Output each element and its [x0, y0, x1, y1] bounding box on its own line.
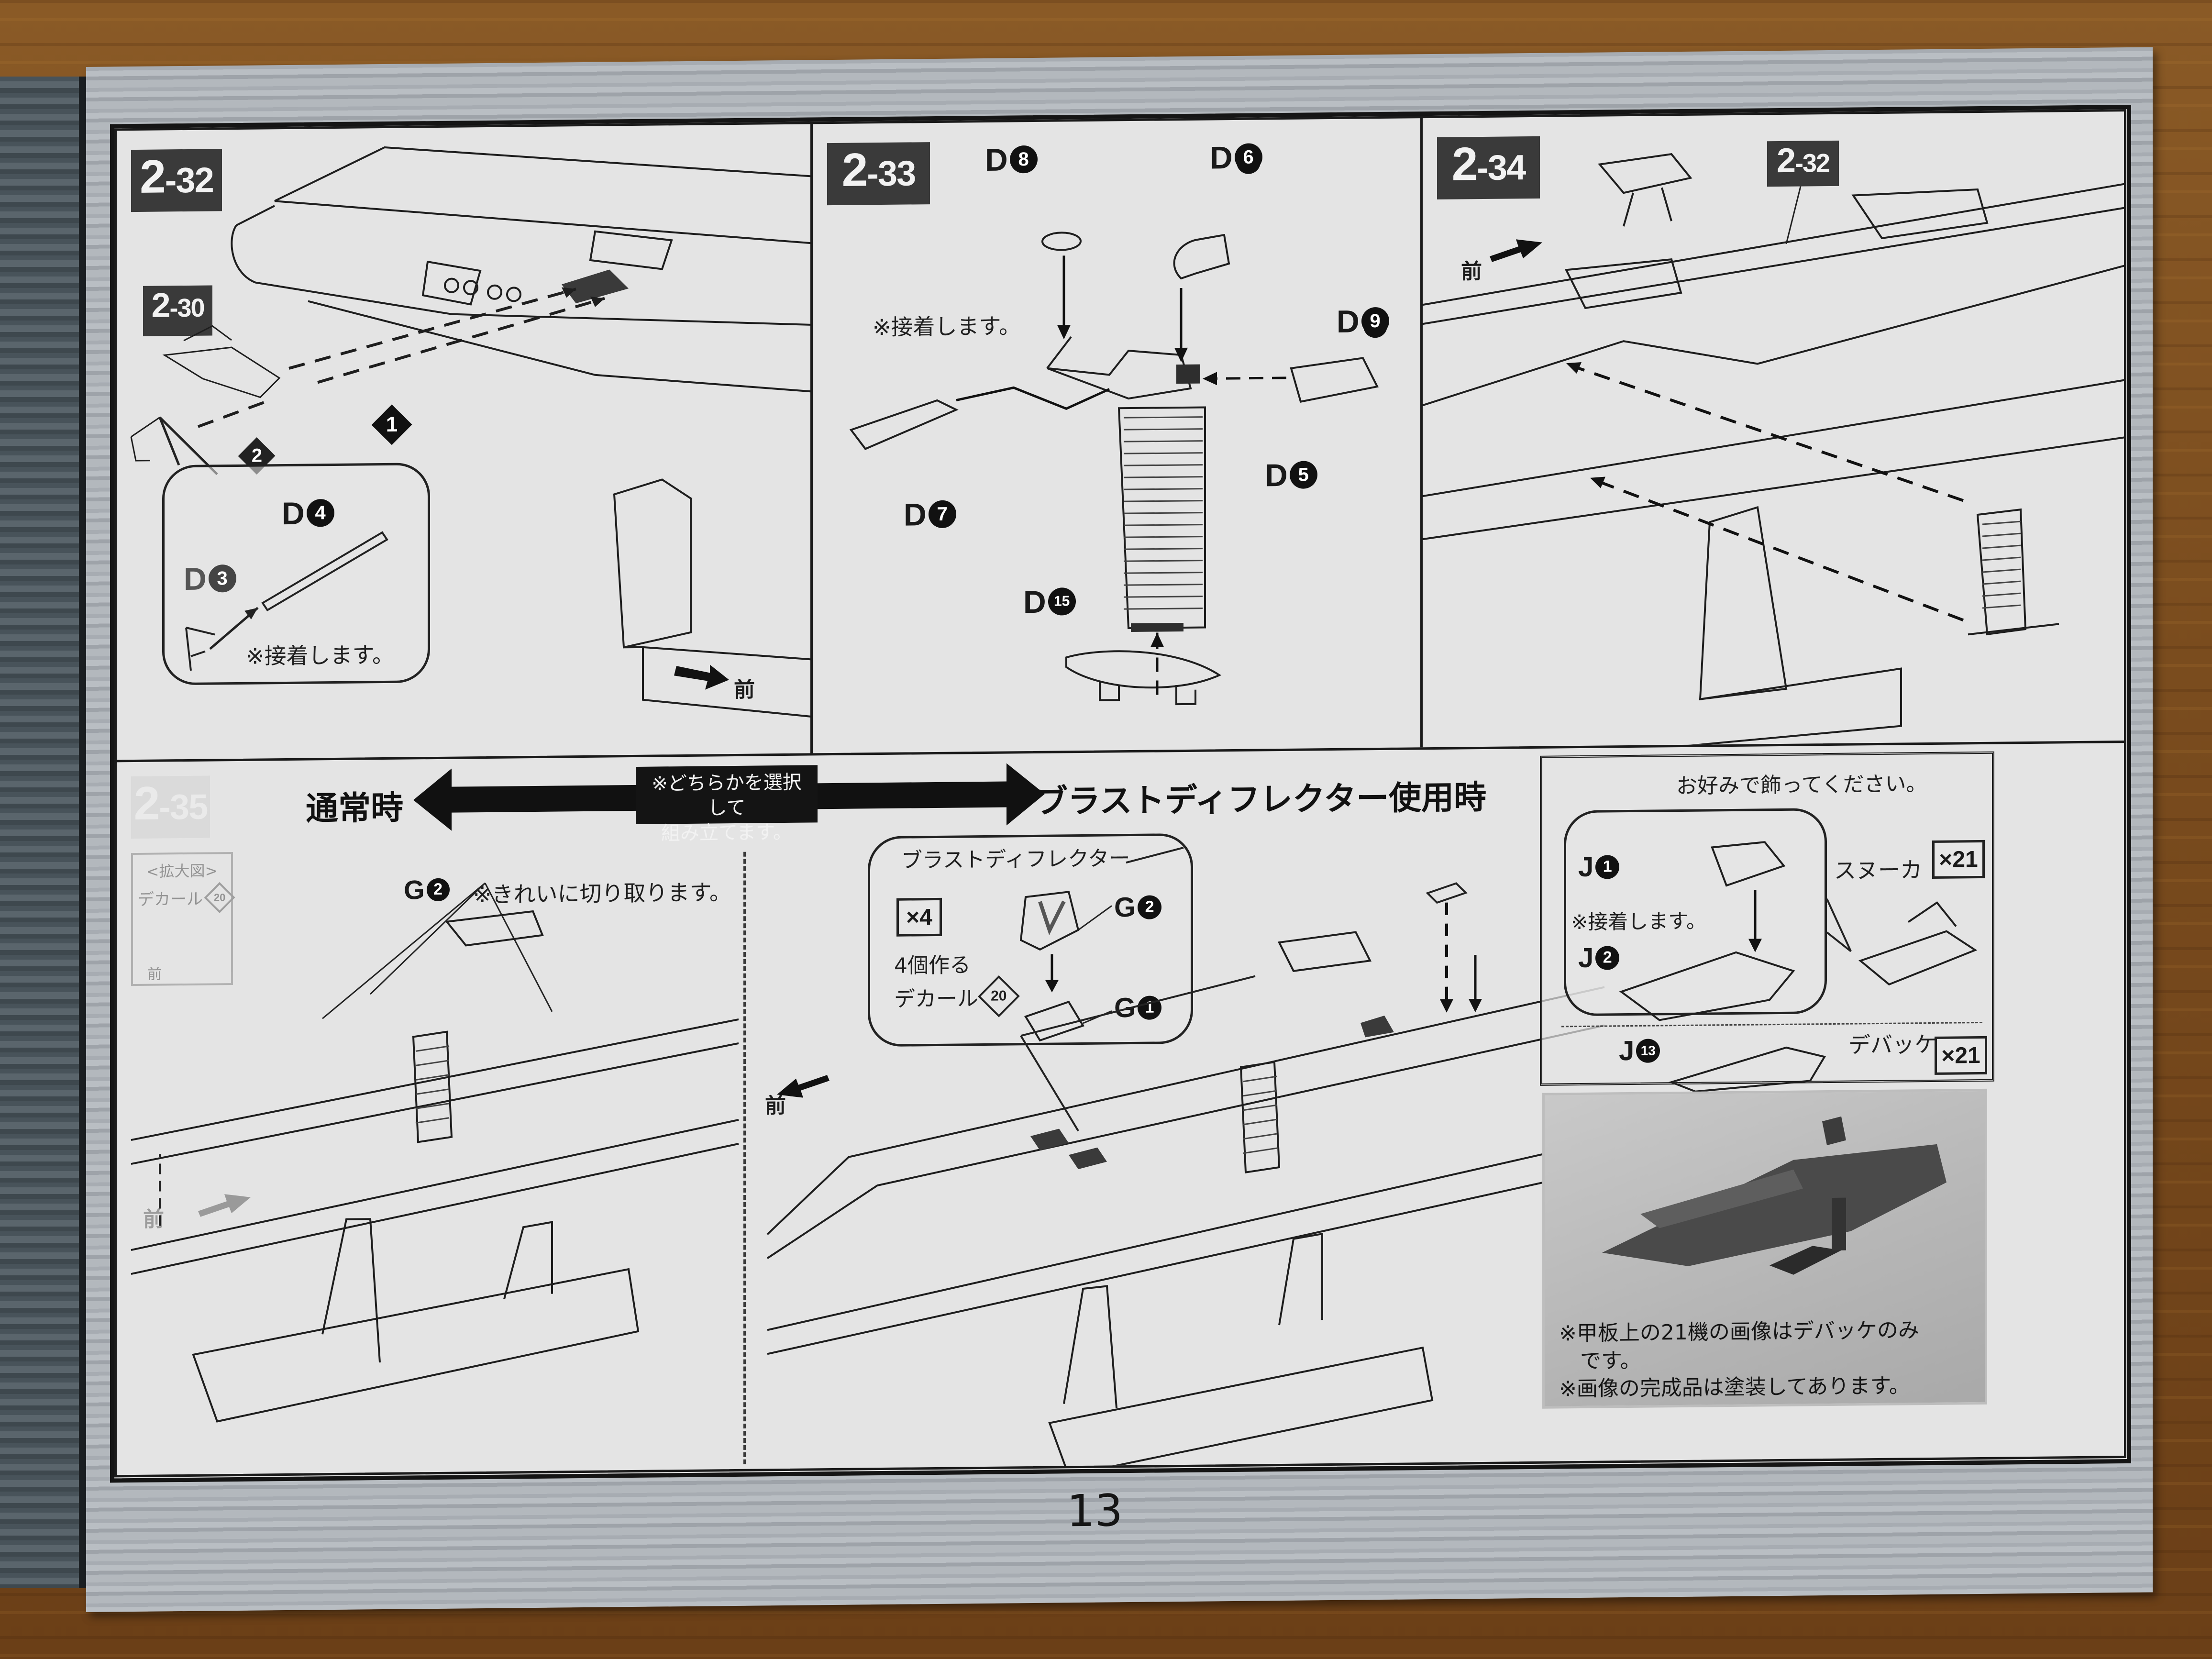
front-label-left: 前 — [143, 1207, 164, 1232]
ship-illustration-2-32 — [130, 146, 815, 719]
glue-note: ※接着します。 — [246, 641, 394, 669]
ship-illustration-deflector — [766, 847, 1605, 1477]
front-label-right: 前 — [765, 1093, 786, 1118]
finished-ship-silhouette — [1602, 1116, 1947, 1275]
front-arrow-icon — [777, 1075, 830, 1098]
normal-mode-heading: 通常時 — [306, 789, 404, 828]
ship-illustration-normal — [131, 882, 739, 1423]
panel-step-2-35: 2 -35 通常時 ブラストディフレクター使用時 ※どちらかを選択して 組み立て… — [114, 741, 2126, 1478]
panel-step-2-34: 2 -34 2 -32 前 — [1420, 109, 2126, 752]
deflector-mode-heading: ブラストディフレクター使用時 — [1035, 778, 1487, 821]
snuka-aircraft-illustration — [1619, 841, 1978, 1021]
step-badge-2-35: 2 -35 — [131, 775, 210, 839]
part-label-j13: J 13 — [1619, 1034, 1660, 1067]
page-number: 13 — [1067, 1485, 1123, 1537]
quantity-badge-debakke: ×21 — [1935, 1036, 1987, 1075]
front-arrow-icon — [1490, 239, 1542, 262]
panel-step-2-33: 2 -33 D 8 D 6 D 9 D 7 D 5 — [810, 116, 1425, 758]
panel-step-2-32: 2 -32 2 -30 — [114, 122, 815, 765]
ship-illustration-2-34 — [1422, 153, 2126, 749]
part-d4-wing-icon — [185, 531, 388, 671]
front-arrow-icon — [674, 664, 729, 690]
manual-page: 2 -32 2 -30 — [86, 47, 2153, 1612]
order-marker-1-label: 1 — [386, 412, 398, 436]
catapult-assembly-illustration — [849, 232, 1379, 706]
choose-one-banner: ※どちらかを選択して 組み立てます。 — [636, 765, 818, 844]
debakke-aircraft-illustration — [1668, 1046, 1826, 1093]
front-arrow-icon — [198, 1194, 251, 1217]
previous-page-edge — [0, 77, 88, 1588]
front-label: 前 — [734, 677, 755, 703]
finished-model-photo: ※甲板上の21機の画像はデバッケのみ です。 ※画像の完成品は塗装してあります。 — [1542, 1088, 1987, 1409]
aircraft-name-debakke: デバッケ — [1848, 1031, 1936, 1058]
photo-caption: ※甲板上の21機の画像はデバッケのみ です。 ※画像の完成品は塗装してあります。 — [1559, 1318, 1919, 1402]
option-divider — [743, 852, 746, 1464]
instruction-sheet: 2 -32 2 -30 — [110, 104, 2131, 1483]
deflector-parts-illustration — [1019, 891, 1112, 1042]
decor-title: お好みで飾ってください。 — [1676, 772, 1927, 799]
